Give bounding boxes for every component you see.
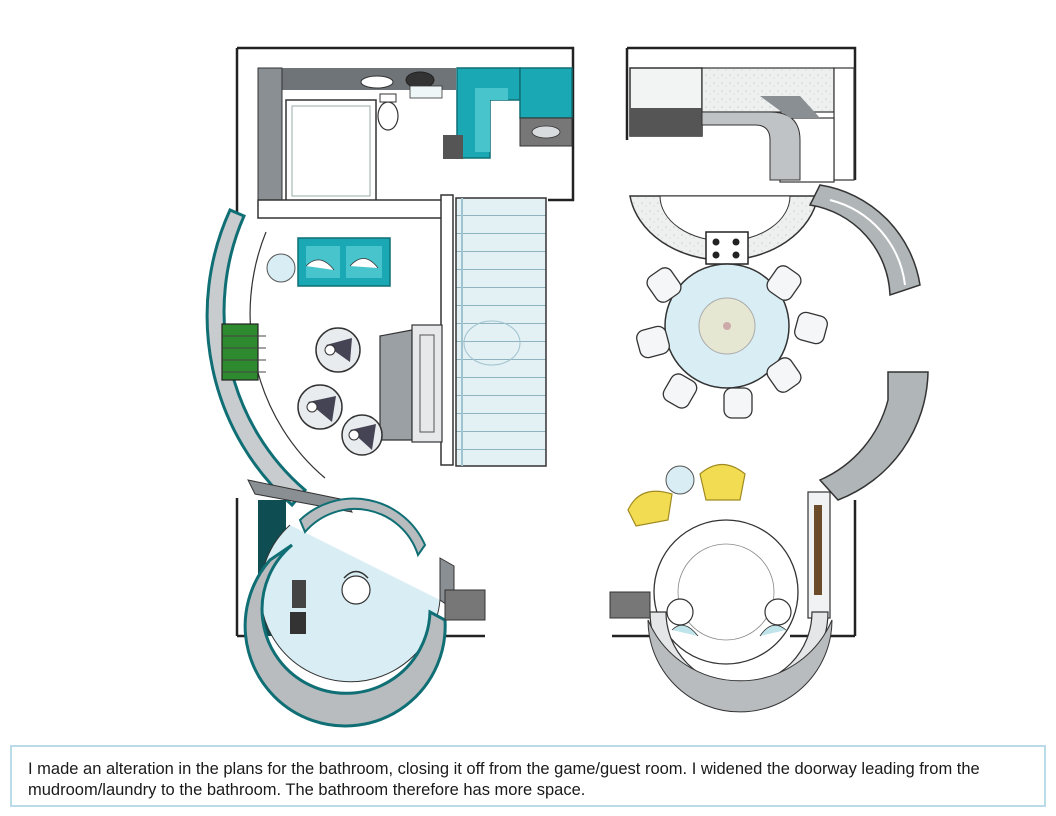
bathroom: [257, 67, 456, 466]
side-table: [266, 253, 296, 283]
curved-window-ne: [808, 184, 921, 297]
bathtub: [285, 99, 377, 203]
lounge-chair: [315, 327, 361, 373]
kitchen-island: [629, 195, 819, 265]
right-wing: [609, 46, 929, 713]
curved-window-se: [807, 371, 929, 619]
floor-plan: [205, 46, 929, 728]
dining-table: [664, 263, 790, 389]
accent-table: [665, 465, 695, 495]
yellow-chairs: [627, 463, 746, 527]
caption-text: I made an alteration in the plans for th…: [28, 760, 980, 799]
round-pod: [243, 497, 486, 728]
closet: [379, 324, 443, 443]
banquette: [609, 519, 833, 713]
caption-box: I made an alteration in the plans for th…: [10, 745, 1046, 807]
lounge-chair: [341, 414, 383, 456]
sink-right: [405, 71, 435, 89]
lounge-chairs: [297, 327, 383, 456]
sofa: [266, 237, 391, 287]
dining-chairs: [636, 265, 828, 419]
toilet: [377, 101, 399, 131]
game-table: [221, 323, 266, 381]
staircase: [455, 197, 547, 467]
left-outer-wall: [237, 46, 575, 202]
cooktop: [705, 231, 749, 265]
right-outer-wall: [627, 46, 857, 180]
lounge-chair: [297, 384, 343, 430]
sink-left: [360, 75, 394, 89]
kitchen-counters: [629, 67, 855, 183]
laundry-cabinets: [443, 67, 573, 159]
left-wing: [205, 46, 575, 728]
